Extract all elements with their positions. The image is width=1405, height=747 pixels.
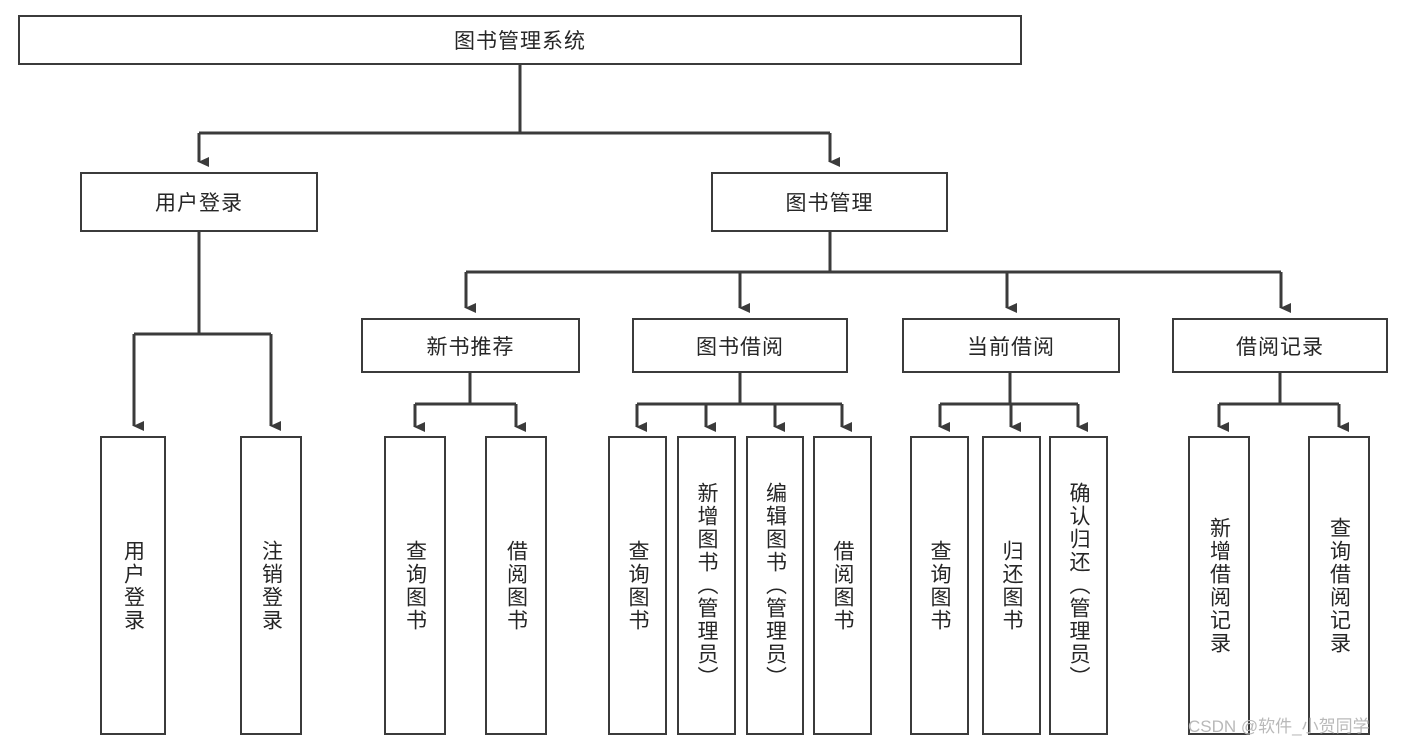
node-leaf-query-book-2-label: 查询图书 (626, 539, 649, 632)
node-leaf-user-login[interactable]: 用户登录 (100, 436, 166, 735)
node-leaf-borrow-book-1-label: 借阅图书 (504, 539, 528, 632)
node-leaf-edit-book-label: 编辑图书（管理员） (763, 482, 787, 689)
node-new-book-rec[interactable]: 新书推荐 (361, 318, 580, 373)
node-leaf-confirm-return[interactable]: 确认归还（管理员） (1049, 436, 1108, 735)
node-leaf-borrow-book-1[interactable]: 借阅图书 (485, 436, 547, 735)
node-leaf-query-book-1[interactable]: 查询图书 (384, 436, 446, 735)
node-leaf-query-book-3[interactable]: 查询图书 (910, 436, 969, 735)
node-root[interactable]: 图书管理系统 (18, 15, 1022, 65)
node-leaf-query-book-3-label: 查询图书 (928, 539, 951, 632)
node-book-manage-label: 图书管理 (785, 192, 874, 215)
node-leaf-add-book-label: 新增图书（管理员） (695, 482, 718, 689)
node-book-borrow-label: 图书借阅 (696, 335, 784, 359)
node-current-borrow[interactable]: 当前借阅 (902, 318, 1120, 373)
node-leaf-query-record-label: 查询借阅记录 (1327, 516, 1351, 655)
node-leaf-add-record-label: 新增借阅记录 (1207, 516, 1231, 655)
node-leaf-add-record[interactable]: 新增借阅记录 (1188, 436, 1250, 735)
node-leaf-confirm-return-label: 确认归还（管理员） (1067, 482, 1090, 689)
node-borrow-record[interactable]: 借阅记录 (1172, 318, 1388, 373)
node-user-login-label: 用户登录 (155, 192, 243, 215)
node-leaf-return-book-label: 归还图书 (1000, 539, 1023, 632)
node-current-borrow-label: 当前借阅 (967, 335, 1055, 359)
node-book-borrow[interactable]: 图书借阅 (632, 318, 848, 373)
node-leaf-query-book-2[interactable]: 查询图书 (608, 436, 667, 735)
node-leaf-query-book-1-label: 查询图书 (403, 539, 427, 632)
node-leaf-query-record[interactable]: 查询借阅记录 (1308, 436, 1370, 735)
node-leaf-user-logout-label: 注销登录 (259, 539, 283, 632)
node-leaf-user-logout[interactable]: 注销登录 (240, 436, 302, 735)
node-root-label: 图书管理系统 (454, 30, 586, 53)
node-user-login[interactable]: 用户登录 (80, 172, 318, 232)
node-leaf-borrow-book-2-label: 借阅图书 (831, 539, 854, 632)
node-leaf-add-book[interactable]: 新增图书（管理员） (677, 436, 736, 735)
node-leaf-edit-book[interactable]: 编辑图书（管理员） (746, 436, 804, 735)
watermark: CSDN @软件_小贺同学 (1188, 717, 1370, 736)
node-borrow-record-label: 借阅记录 (1236, 335, 1324, 359)
node-book-manage[interactable]: 图书管理 (711, 172, 948, 232)
node-new-book-rec-label: 新书推荐 (426, 335, 515, 359)
node-leaf-user-login-label: 用户登录 (121, 539, 145, 632)
node-leaf-return-book[interactable]: 归还图书 (982, 436, 1041, 735)
node-leaf-borrow-book-2[interactable]: 借阅图书 (813, 436, 872, 735)
